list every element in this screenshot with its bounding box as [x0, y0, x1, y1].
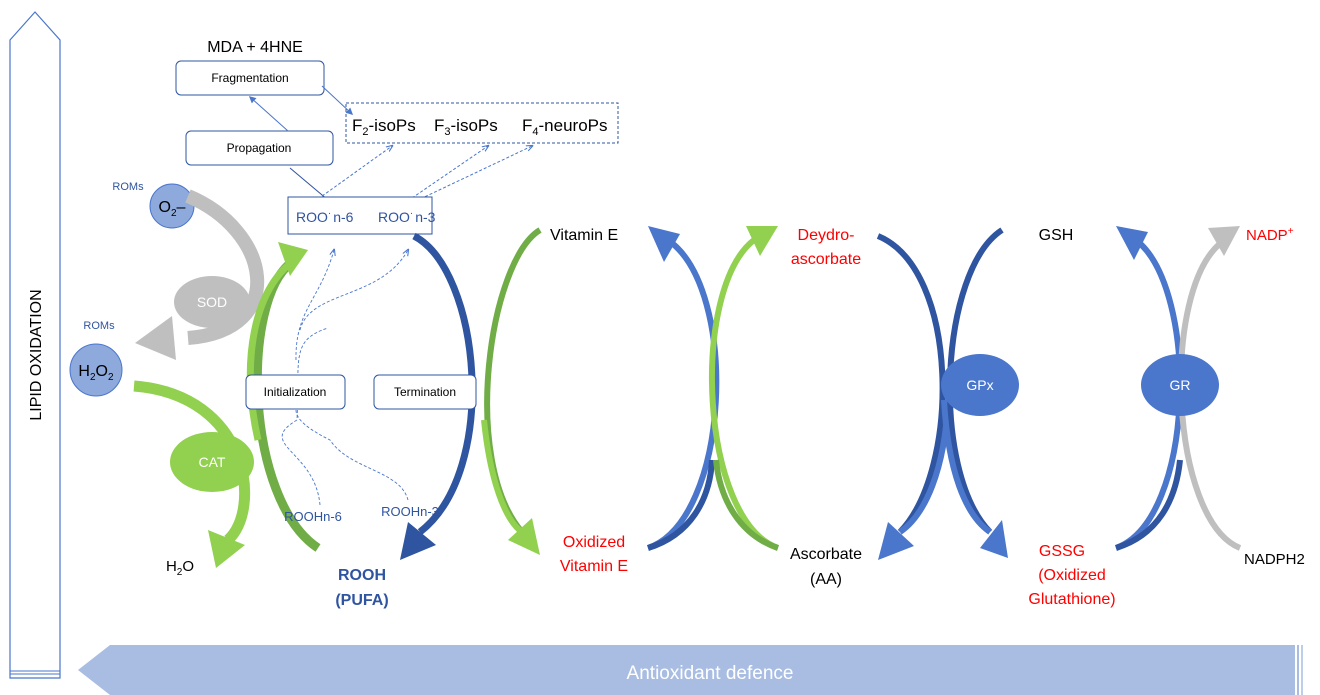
rooh-n3-dashed	[295, 409, 409, 501]
ascorbate-to-dehydro-arc	[709, 237, 780, 551]
isoprostanes-box	[345, 102, 619, 144]
roo-to-f4-dashed	[415, 146, 532, 202]
termination-arrow-head	[400, 522, 436, 560]
roo-n3-label: ROO·n-3	[378, 208, 436, 225]
vit-e-arc-down-light	[481, 419, 524, 535]
fragmentation-box	[175, 60, 325, 96]
termination-arc	[412, 232, 476, 535]
sod-label: SOD	[197, 294, 227, 310]
gsh-label: GSH	[1039, 227, 1074, 244]
superoxide-node	[149, 183, 195, 229]
antioxidant-defence-axis: Antioxidant defence	[78, 645, 1303, 695]
ascorbate-line1: Ascorbate	[790, 546, 862, 563]
oxidized-vitamin-e-line1: Oxidized	[563, 534, 625, 551]
roms-label-bottom: ROMs	[83, 320, 115, 332]
gsh-arrow-head	[1116, 226, 1148, 260]
fragmentation-to-isops-arrow	[321, 85, 354, 115]
roo-to-propagation-line	[289, 167, 329, 201]
gpx-enzyme	[941, 354, 1019, 416]
gssg-line3: Glutathione)	[1028, 591, 1115, 608]
initiation-arc-light	[246, 259, 295, 441]
dehydro-to-ascorbate-arc	[876, 233, 946, 535]
f4-neurops-label: F4-neuroPs	[522, 116, 608, 138]
init-to-roo-n3-dashed	[299, 250, 408, 331]
gssg-line1: GSSG	[1039, 543, 1085, 560]
fragmentation-label: Fragmentation	[211, 71, 288, 85]
propagation-to-fragmentation-arrow	[248, 96, 289, 132]
roo-to-f3-dashed	[411, 146, 488, 199]
sod-enzyme	[174, 276, 250, 328]
superoxide-label: O2–	[159, 199, 186, 219]
gr-enzyme	[1141, 354, 1219, 416]
propagation-box	[185, 130, 334, 166]
oxidized-vitamin-e-line2: Vitamin E	[560, 558, 628, 575]
gssg-to-gsh-arc-dark	[1115, 459, 1183, 551]
rooh-n6-dashed	[281, 327, 329, 506]
dehydroascorbate-line1: Deydro-	[798, 227, 855, 244]
cat-arrow-head	[208, 530, 245, 568]
hydrogen-peroxide-label: H2O2	[78, 363, 114, 383]
initialization-label: Initialization	[264, 385, 327, 399]
vitamin-e-label: Vitamin E	[550, 227, 618, 244]
roo-to-f2-dashed	[317, 146, 392, 200]
roo-radicals-box	[287, 196, 433, 235]
f3-isops-label: F3-isoPs	[434, 116, 498, 138]
lipid-oxidation-label: LIPID OXIDATION	[28, 289, 45, 420]
nadp-label: NADP+	[1246, 226, 1294, 244]
init-to-roo-n6-dashed	[295, 250, 334, 361]
antioxidant-defence-label: Antioxidant defence	[627, 663, 794, 684]
initiation-arrow-head	[278, 242, 308, 276]
gssg-line2: (Oxidized	[1038, 567, 1106, 584]
gr-label: GR	[1170, 377, 1191, 393]
ascorbate-vit-e-arrow-head	[648, 226, 680, 262]
nadph2-label: NADPH2	[1244, 551, 1305, 568]
dehydroascorbate-line2: ascorbate	[791, 251, 861, 268]
cat-label: CAT	[199, 454, 226, 470]
cat-enzyme	[170, 432, 254, 492]
ascorbate-vit-e-arc-dark	[647, 459, 715, 551]
gsh-to-gssg-arc-light	[941, 399, 992, 535]
sod-arrow-curve	[185, 189, 264, 345]
termination-box	[373, 374, 477, 410]
sod-arrow-head	[135, 316, 176, 360]
roo-n6-label: ROO·n-6	[296, 208, 354, 225]
water-label: H2O	[166, 558, 194, 578]
initialization-box	[245, 374, 346, 410]
propagation-label: Propagation	[227, 141, 292, 155]
rooh-pufa-line2: (PUFA)	[335, 592, 388, 609]
termination-label: Termination	[394, 385, 456, 399]
ascorbate-line2: (AA)	[810, 571, 842, 588]
dehydro-arrow-head	[746, 226, 778, 256]
gpx-label: GPx	[966, 377, 993, 393]
vit-e-arrow-head	[508, 518, 540, 555]
gssg-arrow-head	[980, 520, 1008, 558]
roms-label-top: ROMs	[112, 181, 144, 193]
nadp-arrow-head	[1208, 226, 1240, 256]
rooh-pufa-line1: ROOH	[338, 567, 386, 584]
rooh-n6-label: ROOHn-6	[284, 509, 342, 524]
mda-4hne-label: MDA + 4HNE	[207, 39, 303, 56]
lipid-oxidation-axis: LIPID OXIDATION	[9, 11, 61, 679]
ascorbate-arrow-head	[878, 522, 914, 560]
ascorbate-to-dehydro-arc-dark	[713, 459, 780, 551]
f2-isops-label: F2-isoPs	[352, 116, 416, 138]
rooh-n3-label: ROOHn-3	[381, 504, 439, 519]
hydrogen-peroxide-node	[69, 343, 123, 397]
ascorbate-vit-e-arc-up	[646, 237, 720, 551]
